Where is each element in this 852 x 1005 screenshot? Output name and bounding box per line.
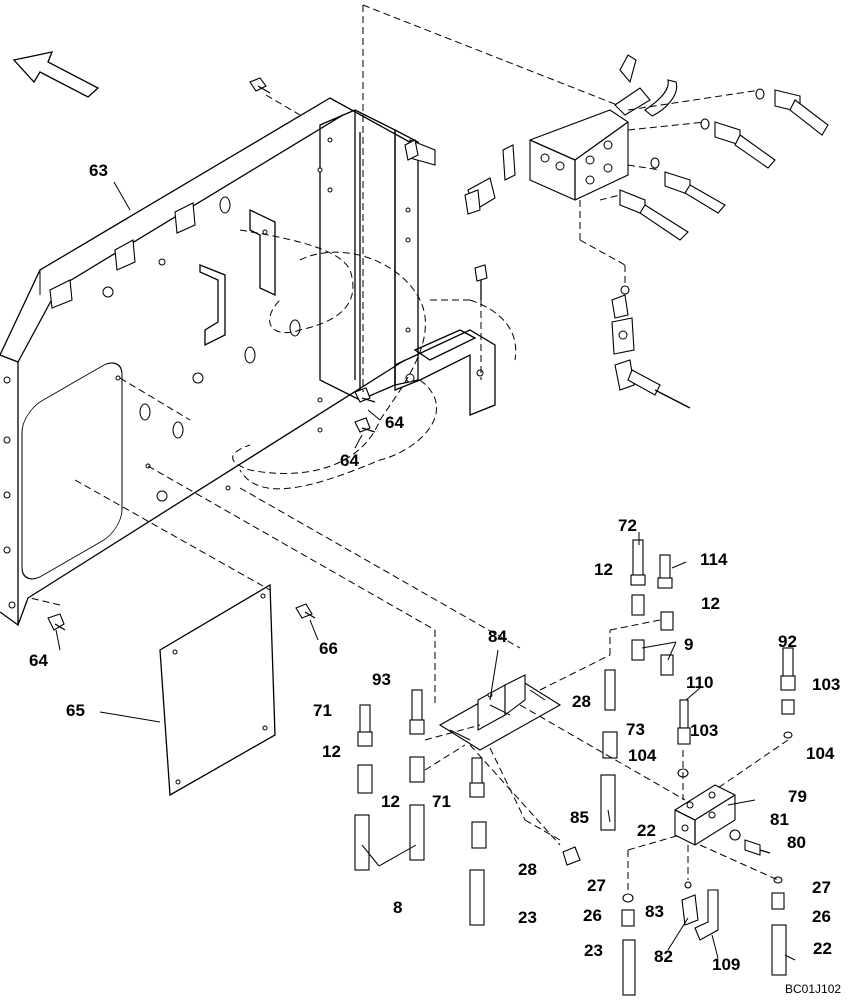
callout-63: 63 [89,161,108,180]
callout-103: 103 [812,675,841,694]
vertical-bolt [474,264,488,380]
callout-12: 12 [381,792,400,811]
upright-channels [317,109,496,433]
cover-plate [159,583,276,797]
callout-85: 85 [570,808,589,827]
callout-66: 66 [319,639,338,658]
valve-fittings [579,88,829,409]
callout-80: 80 [787,833,806,852]
valve-block-79 [674,784,736,846]
callout-83: 83 [645,902,664,921]
callout-71: 71 [432,792,451,811]
callout-27: 27 [587,876,606,895]
callout-71: 71 [313,701,332,720]
direction-arrow-icon [12,51,100,98]
frame-panel [0,97,416,627]
callout-28: 28 [518,860,537,879]
callout-104: 104 [806,744,835,763]
callout-84: 84 [488,627,507,646]
callout-26: 26 [812,907,831,926]
callout-leaders [55,181,796,961]
callout-65: 65 [66,701,85,720]
callout-26: 26 [583,906,602,925]
bolt-66 [295,603,316,619]
bolt-64-low [47,613,66,631]
callout-79: 79 [788,787,807,806]
callout-64: 64 [29,651,48,670]
callout-12: 12 [701,594,720,613]
hose-bracket [199,208,276,347]
callout-72: 72 [618,516,637,535]
assembly-guides [424,619,789,890]
callout-9: 9 [684,635,694,654]
callout-109: 109 [712,955,741,974]
callout-22: 22 [637,821,656,840]
callout-12: 12 [594,560,613,579]
bolt-64-top [249,77,301,116]
callout-64: 64 [385,413,404,432]
bolt-64-mid [354,387,376,433]
callout-103: 103 [690,721,719,740]
callout-114: 114 [700,550,728,569]
callout-81: 81 [770,810,789,829]
callout-8: 8 [393,898,403,917]
callout-23: 23 [584,941,603,960]
callout-73: 73 [626,720,645,739]
bracket-84 [438,674,562,751]
callout-23: 23 [518,908,537,927]
callout-64: 64 [340,451,359,470]
callout-110: 110 [686,673,714,692]
callout-12: 12 [322,742,341,761]
hose-outline [232,229,517,490]
callout-104: 104 [628,746,657,765]
callout-82: 82 [654,947,673,966]
callout-27: 27 [812,878,831,897]
callout-92: 92 [778,632,797,651]
callout-93: 93 [372,670,391,689]
fitting-parts [354,539,796,996]
callout-28: 28 [572,692,591,711]
callout-22: 22 [813,939,832,958]
drawing-code: BC01J102 [785,982,842,996]
valve-block [464,54,678,215]
